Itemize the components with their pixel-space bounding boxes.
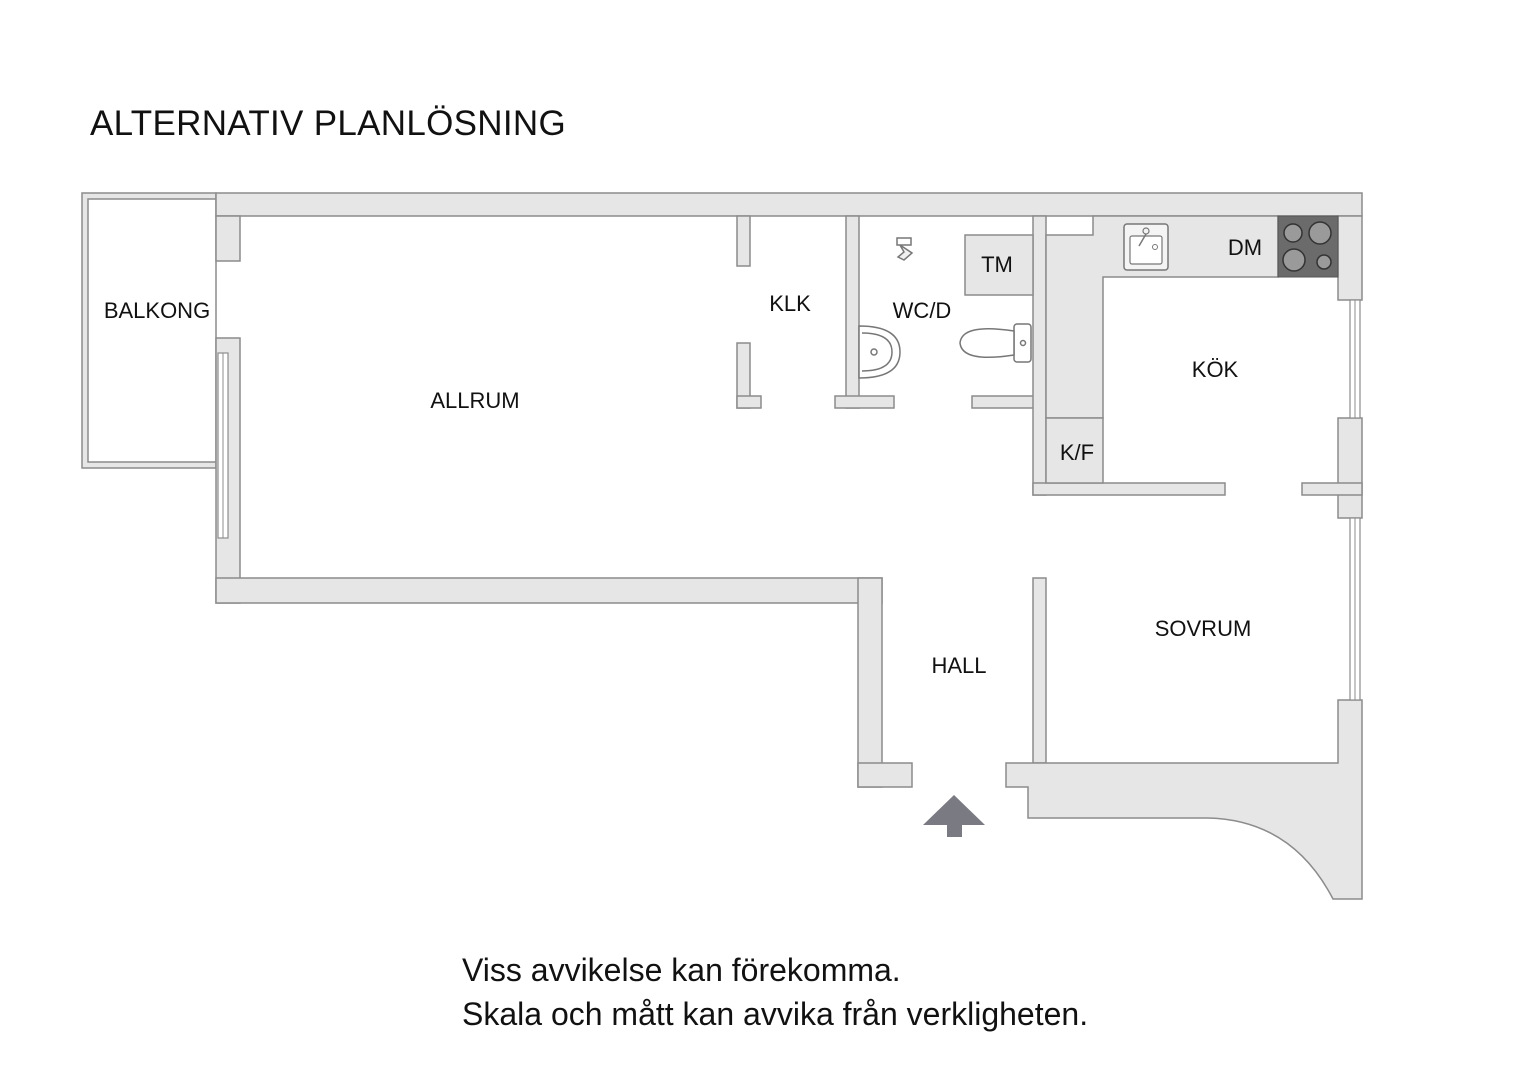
wall-hall-left xyxy=(857,577,883,788)
room-label-tm: TM xyxy=(981,252,1013,277)
tm-area xyxy=(964,234,1034,296)
room-label-kf: K/F xyxy=(1060,440,1094,465)
arrow-up-icon xyxy=(923,795,985,837)
wall-left-upper xyxy=(215,215,241,262)
disclaimer-line-2: Skala och mått kan avvika från verklighe… xyxy=(462,996,1089,1032)
wall-allrum-bottom xyxy=(215,577,883,604)
plan-title: ALTERNATIV PLANLÖSNING xyxy=(90,104,566,143)
toilet-icon xyxy=(959,323,1032,363)
wall-klk-left-foot xyxy=(736,395,762,409)
wall-wc-right xyxy=(1032,215,1047,496)
wall-kitchen-bottom-left xyxy=(1032,482,1226,496)
room-label-hall: HALL xyxy=(931,653,986,678)
room-label-sovrum: SOVRUM xyxy=(1155,616,1252,641)
wall-klk-right-foot xyxy=(834,395,895,409)
room-label-wcd: WC/D xyxy=(893,298,952,323)
balcony xyxy=(81,192,217,469)
wall-hall-door-left xyxy=(857,762,913,788)
wall-top xyxy=(215,192,1363,217)
room-label-allrum: ALLRUM xyxy=(430,388,519,413)
room-label-balkong: BALKONG xyxy=(104,298,210,323)
room-label-klk: KLK xyxy=(769,291,811,316)
washbasin-icon xyxy=(858,325,901,379)
wall-klk-left-top xyxy=(736,215,751,267)
room-label-dm: DM xyxy=(1228,235,1262,260)
stove-icon xyxy=(1277,215,1339,278)
wall-klk-right xyxy=(845,215,860,409)
disclaimer-line-1: Viss avvikelse kan förekomma. xyxy=(462,952,901,988)
wall-right-mid xyxy=(1337,417,1363,519)
fridge-freezer xyxy=(1045,417,1104,484)
wall-right-upper xyxy=(1337,215,1363,301)
wall-kitchen-bottom-right xyxy=(1301,482,1363,496)
sink-icon xyxy=(1123,223,1169,271)
wall-hall-right xyxy=(1032,577,1047,764)
disclaimer: Viss avvikelse kan förekomma. Skala och … xyxy=(462,948,1088,1036)
room-label-kok: KÖK xyxy=(1192,357,1239,382)
wall-bottom-right xyxy=(1005,699,1363,900)
shower-icon xyxy=(896,237,914,261)
